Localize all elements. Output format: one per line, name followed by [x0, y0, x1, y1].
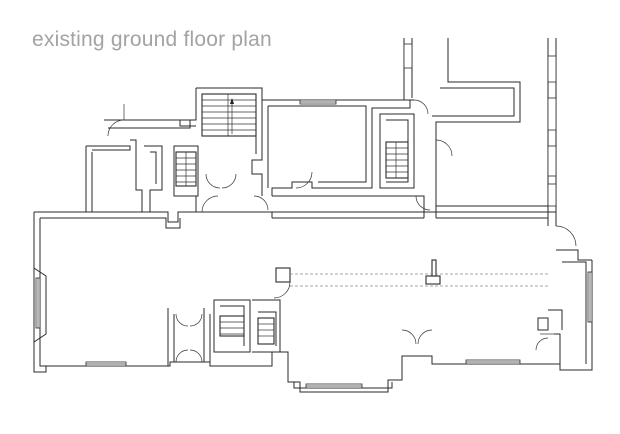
door-swing-icon: [205, 173, 221, 189]
up-arrow-icon: [230, 98, 234, 104]
door-swing-icon: [201, 195, 219, 213]
windows: [35, 43, 593, 389]
door-swings: [107, 99, 577, 363]
door-swing-icon: [417, 329, 433, 345]
outer-walls: [33, 38, 593, 393]
door-swing-icon: [175, 313, 189, 327]
interior-walls: [85, 87, 592, 366]
door-swing-icon: [189, 349, 203, 363]
stair-upper-left: [175, 151, 197, 187]
door-swing-icon: [435, 139, 453, 157]
door-swing-icon: [221, 173, 237, 189]
hidden-lines: [290, 273, 548, 287]
door-swing-icon: [413, 99, 429, 115]
door-swing-icon: [535, 337, 549, 351]
door-swing-icon: [555, 225, 577, 247]
door-swing-icon: [295, 171, 313, 189]
door-swing-icon: [253, 195, 269, 211]
door-swing-icon: [107, 119, 125, 137]
stair-lower: [219, 315, 275, 345]
door-swing-icon: [401, 329, 417, 345]
stair-upper-center: [201, 93, 257, 137]
door-swing-icon: [273, 281, 291, 299]
door-swing-icon: [415, 195, 431, 211]
door-swing-icon: [189, 313, 203, 327]
drawing-title: existing ground floor plan: [32, 28, 272, 51]
door-swing-icon: [175, 349, 189, 363]
stair-upper-right: [385, 141, 409, 179]
